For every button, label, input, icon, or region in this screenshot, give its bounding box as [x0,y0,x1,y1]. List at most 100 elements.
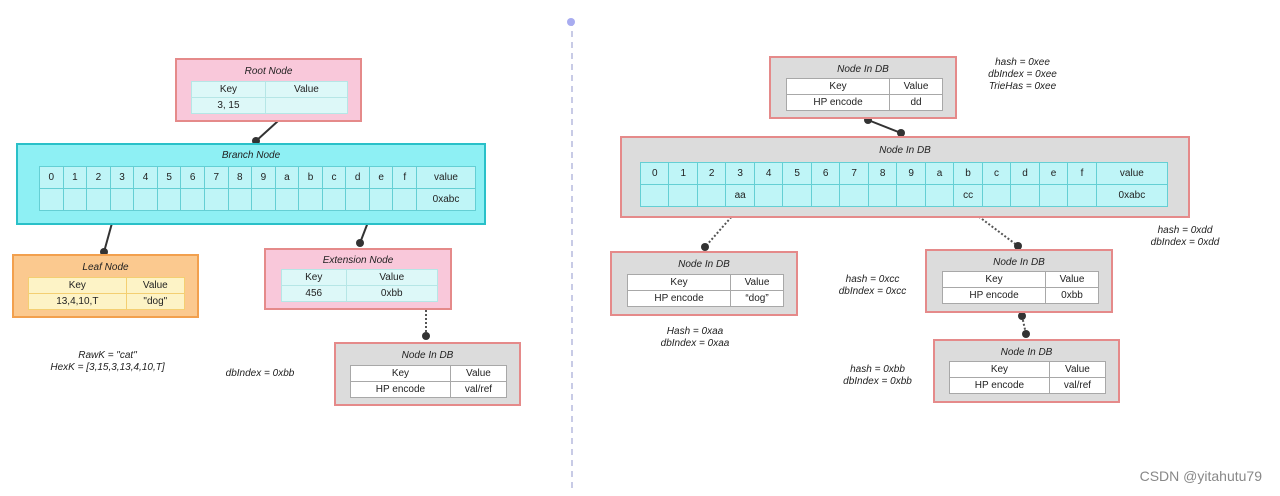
slot-label: 8 [227,166,253,189]
node-title: Leaf Node [82,262,129,273]
slot-label: 6 [810,162,841,185]
cell: HP encode [941,287,1047,304]
cell: Key [281,269,347,286]
slot-label: a [924,162,955,185]
note-line: dbIndex = 0xcc [838,286,907,297]
cell: val/ref [1048,377,1107,394]
slot-label: c [321,166,347,189]
slot-label: 4 [753,162,784,185]
cell: 456 [281,285,347,302]
slot-label: d [345,166,370,189]
cell: Key [191,81,266,98]
note-line: hash = 0xdd [1157,225,1213,236]
slot-value [782,184,812,207]
slot-value [368,188,394,211]
cell: Key [785,78,891,95]
node-title: Branch Node [221,150,281,161]
slot-value [274,188,300,211]
slot-label: 5 [156,166,182,189]
node-title: Node In DB [993,257,1045,268]
slot-label: 3 [109,166,135,189]
slot-value [839,184,869,207]
link-dot [1022,330,1030,338]
top-branch-link [867,119,902,134]
left-hash-note: Hash = 0xaa dbIndex = 0xaa [645,326,745,350]
slot-label: 5 [782,162,812,185]
cell [264,97,349,114]
link-dot [1018,312,1026,320]
cell: Value [345,269,439,286]
cell: Value [125,277,186,294]
note-line: dbIndex = 0xee [988,69,1057,80]
cell: 3, 15 [191,97,266,114]
slot-value: 0xabc [416,188,476,211]
cell: 0xbb [345,285,439,302]
slot-label: 9 [896,162,926,185]
cell: Key [28,277,127,294]
slot-label: c [981,162,1012,185]
slot-value [1067,184,1097,207]
cell: Value [889,78,943,95]
slot-value [180,188,205,211]
watermark: CSDN @yitahutu79 [1139,468,1262,484]
cell: Key [941,271,1047,288]
slot-value [392,188,417,211]
slot-value [1010,184,1040,207]
note-line: hash = 0xbb [850,364,905,375]
node-title: Node In DB [1000,347,1053,358]
raw-key-note: RawK = "cat" HexK = [3,15,3,13,4,10,T] [40,350,175,374]
cell: “dog” [730,290,784,307]
note-line: dbIndex = 0xaa [660,338,730,349]
slot-label: d [1010,162,1040,185]
slot-value [981,184,1012,207]
dbindex-note: dbIndex = 0xbb [225,368,295,380]
slot-label: 3 [725,162,755,185]
slot-value [924,184,955,207]
cell: 0xbb [1045,287,1099,304]
cell: 13,4,10,T [28,293,127,310]
slot-label: f [1067,162,1097,185]
slot-label: 9 [251,166,276,189]
slot-value: cc [953,184,983,207]
slot-label: 1 [62,166,88,189]
note-line: dbIndex = 0xbb [225,368,295,379]
slot-value [696,184,727,207]
slot-label: 1 [668,162,698,185]
slot-value [896,184,926,207]
slot-label: 0 [639,162,670,185]
node-title: Root Node [244,66,293,77]
cell: Value [730,274,784,291]
slot-value [1038,184,1069,207]
slot-label: value [416,166,476,189]
slot-label: 0 [39,166,64,189]
slot-label: 2 [696,162,727,185]
note-line: TrieHas = 0xee [988,81,1057,92]
slot-value [109,188,135,211]
slot-label: 7 [839,162,869,185]
node-title: Node In DB [678,259,730,270]
slot-value [345,188,370,211]
cell: HP encode [785,94,891,111]
slot-value [753,184,784,207]
cell: "dog" [125,293,186,310]
slot-value [668,184,698,207]
branch-middb-link [965,206,1019,247]
slot-value [227,188,253,211]
cell: Key [949,361,1050,378]
slot-value [39,188,64,211]
branch-leftdb-link [704,213,735,248]
link-dot [356,239,364,247]
